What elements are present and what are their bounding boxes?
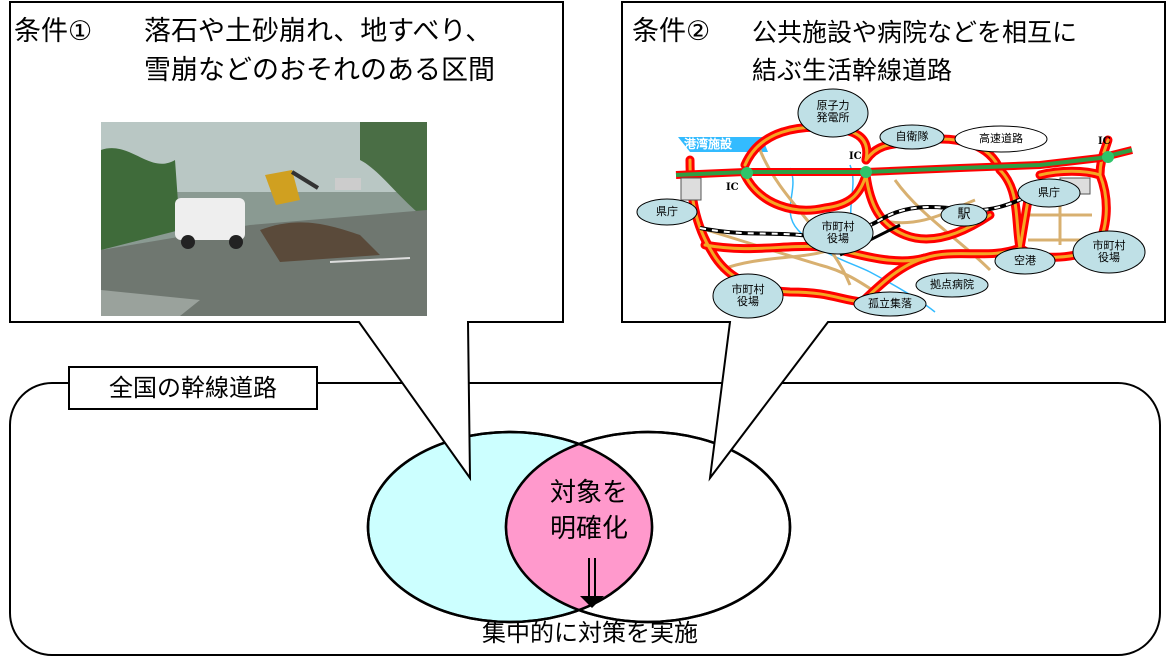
map-label-ic-center: IC	[849, 151, 862, 162]
map-label-village: 孤立集落	[868, 297, 912, 310]
map-label-pref-right: 県庁	[1038, 186, 1060, 199]
map-label-city-left-line2: 役場	[737, 294, 759, 308]
overlap-label: 対象を 明確化	[534, 476, 644, 548]
condition2-callout	[621, 1, 1166, 482]
map-label-port: 港湾施設	[684, 137, 733, 151]
map-label-pref-left: 県庁	[656, 205, 678, 218]
map-label-ic-right: IC	[1098, 136, 1111, 147]
map-label-city-right: 市町村 役場	[1086, 240, 1132, 263]
map-label-ic-left: IC	[726, 182, 739, 193]
map-label-hospital: 拠点病院	[930, 278, 974, 291]
condition1-label: 条件①	[14, 16, 93, 47]
map-label-city-center: 市町村 役場	[815, 221, 861, 244]
overlap-label-line1: 対象を	[549, 478, 628, 508]
overlap-label-line2: 明確化	[549, 513, 628, 544]
map-label-city-center-line2: 役場	[827, 231, 849, 245]
map-label-city-center-line1: 市町村	[821, 220, 855, 233]
national-roads-title: 全国の幹線道路	[68, 366, 318, 410]
map-label-nuclear-line1: 原子力	[816, 99, 850, 112]
road-network-map	[636, 88, 1146, 319]
condition2-line2: 結ぶ生活幹線道路	[752, 56, 953, 85]
map-label-station: 駅	[957, 207, 971, 222]
condition2-label: 条件②	[632, 16, 711, 47]
map-label-city-left-line1: 市町村	[731, 283, 765, 296]
landslide-photo	[101, 122, 427, 316]
map-label-expressway: 高速道路	[979, 132, 1023, 145]
map-label-nuclear: 原子力 発電所	[812, 100, 854, 123]
map-label-city-right-line2: 役場	[1098, 250, 1120, 264]
condition1-line2: 雪崩などのおそれのある区間	[144, 55, 495, 86]
map-label-city-left: 市町村 役場	[725, 284, 771, 307]
map-label-sdf: 自衛隊	[895, 130, 929, 143]
result-text: 集中的に対策を実施	[482, 619, 698, 647]
result-arrow	[580, 558, 604, 608]
map-label-airport: 空港	[1014, 254, 1036, 267]
overlap-region	[506, 432, 652, 622]
map-label-nuclear-line2: 発電所	[816, 110, 850, 124]
condition2-line1: 公共施設や病院などを相互に	[752, 18, 1078, 47]
condition1-line1: 落石や土砂崩れ、地すべり、	[144, 16, 493, 47]
map-label-city-right-line1: 市町村	[1092, 239, 1126, 252]
